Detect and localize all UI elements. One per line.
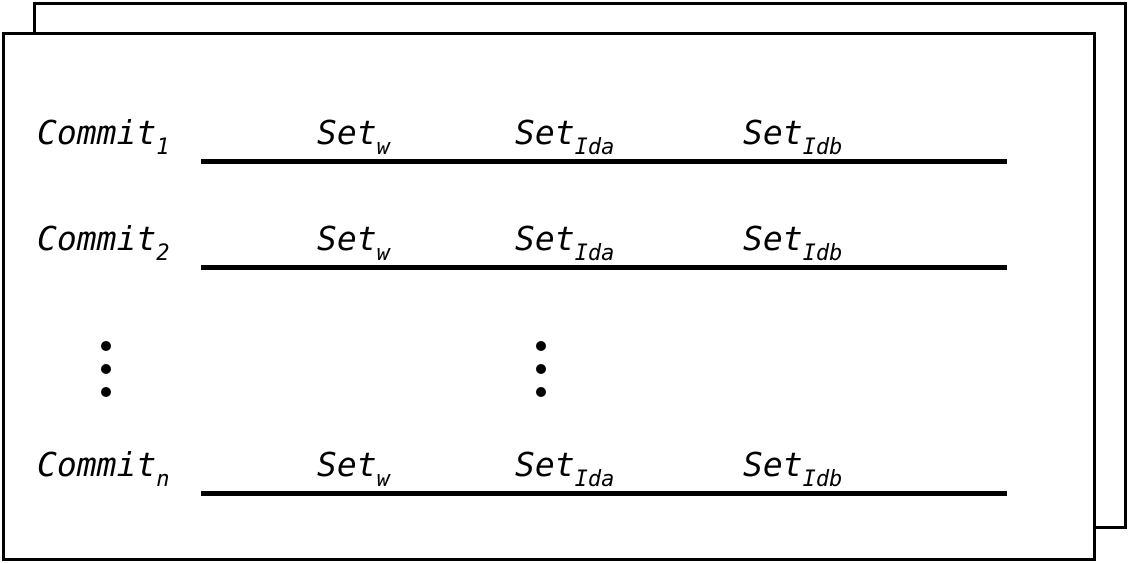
vertical-ellipsis-icon: [101, 341, 111, 410]
front-card: Commit1 Setw SetIda SetIdb Commit2 Setw …: [2, 32, 1096, 561]
row-rule: [201, 265, 1007, 270]
set-idb-label: SetIdb: [743, 445, 843, 492]
set-w-label: Setw: [317, 113, 390, 160]
commit-row: Commit1 Setw SetIda SetIdb: [5, 113, 1093, 173]
commit-label: Commitn: [37, 445, 170, 492]
commit-label: Commit2: [37, 219, 170, 266]
set-w-label: Setw: [317, 445, 390, 492]
set-idb-label: SetIdb: [743, 113, 843, 160]
set-idb-label: SetIdb: [743, 219, 843, 266]
commit-row: Commitn Setw SetIda SetIdb: [5, 445, 1093, 505]
set-w-label: Setw: [317, 219, 390, 266]
commit-label: Commit1: [37, 113, 170, 160]
row-rule: [201, 491, 1007, 496]
set-ida-label: SetIda: [515, 113, 615, 160]
vertical-ellipsis-icon: [536, 341, 546, 410]
row-rule: [201, 159, 1007, 164]
set-ida-label: SetIda: [515, 445, 615, 492]
set-ida-label: SetIda: [515, 219, 615, 266]
commit-row: Commit2 Setw SetIda SetIdb: [5, 219, 1093, 279]
